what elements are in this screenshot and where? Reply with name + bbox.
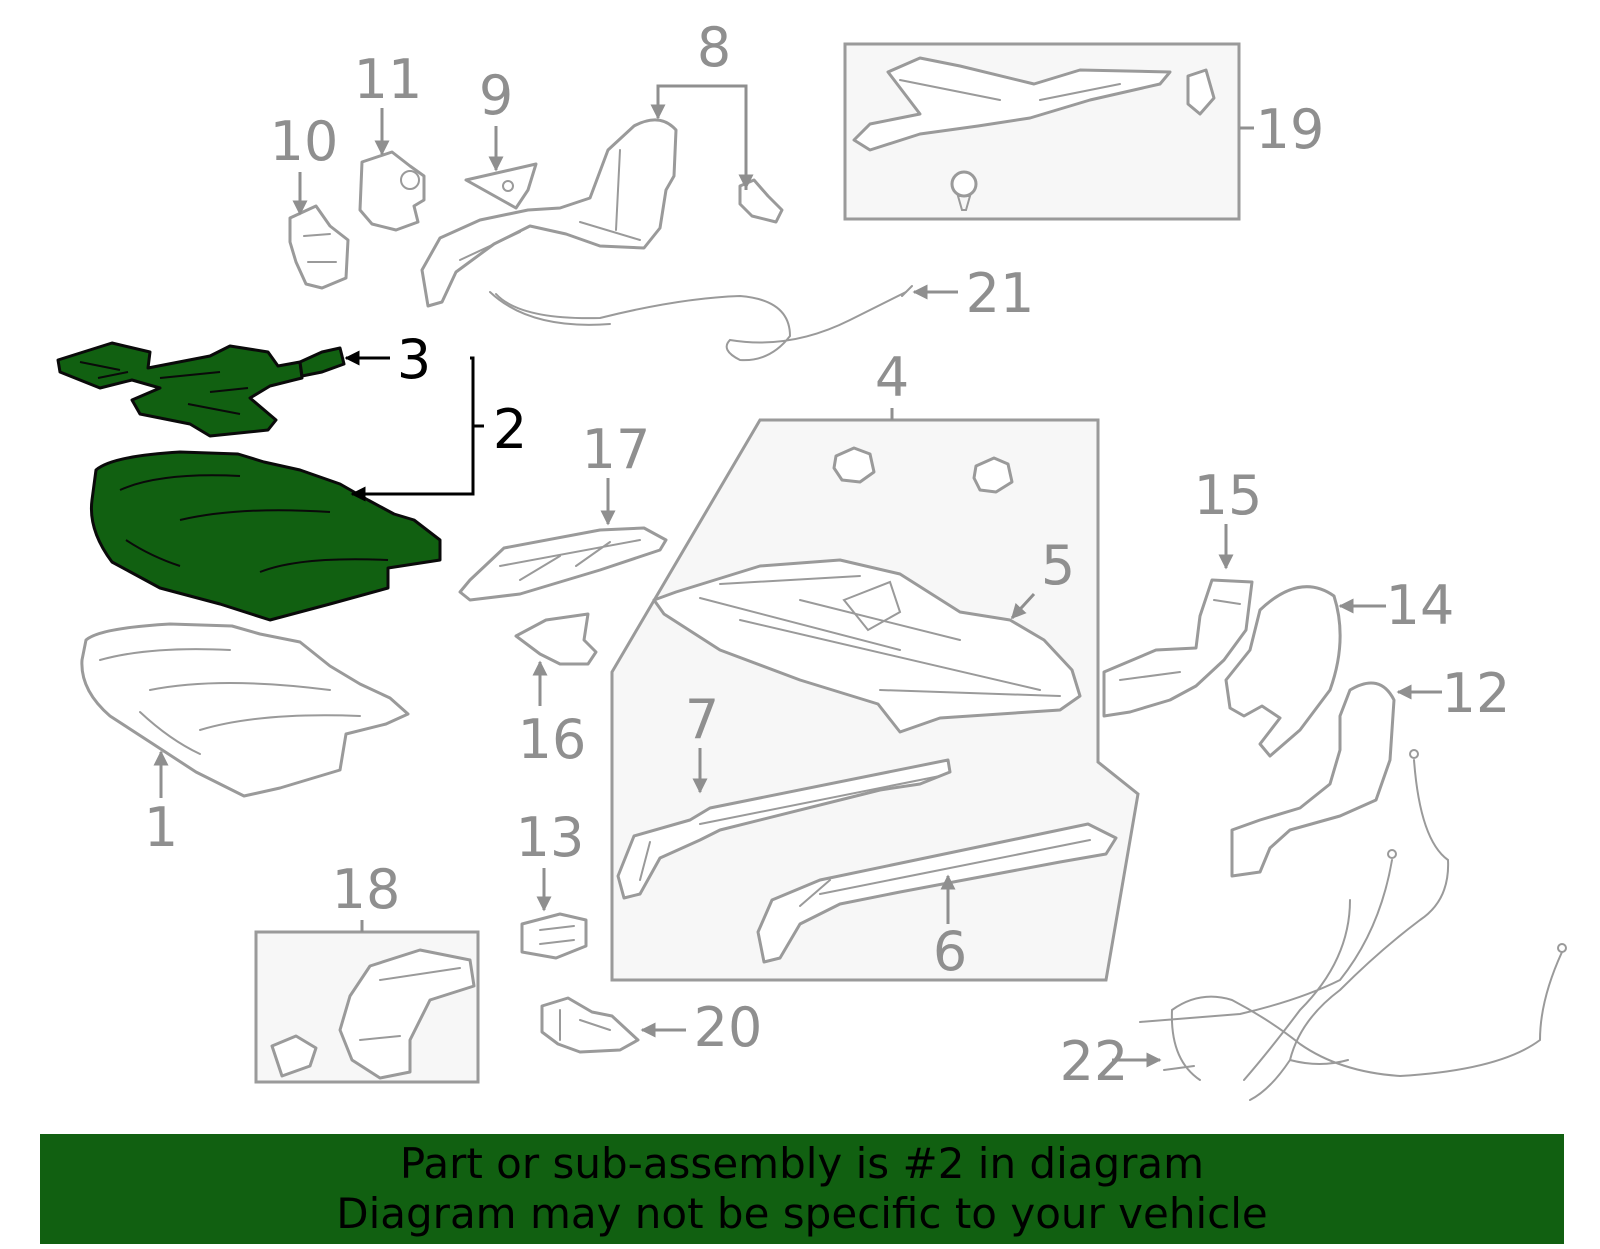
bracket-part-20[interactable]	[540, 996, 640, 1054]
callout-2[interactable]: 2	[493, 398, 527, 461]
cable-part-21[interactable]	[489, 285, 913, 362]
banner-line-part-info: Part or sub-assembly is #2 in diagram	[399, 1139, 1205, 1188]
callout-19[interactable]: 19	[1256, 98, 1325, 161]
banner-line-disclaimer: Diagram may not be specific to your vehi…	[336, 1189, 1268, 1238]
cover-part-15[interactable]	[1102, 578, 1254, 718]
callout-8[interactable]: 8	[697, 16, 731, 79]
callout-6[interactable]: 6	[933, 920, 967, 983]
connector-part-13[interactable]	[520, 912, 588, 960]
seat-heater-part-3[interactable]	[56, 341, 346, 438]
callout-7[interactable]: 7	[685, 688, 719, 751]
shield-part-14[interactable]	[1224, 585, 1342, 758]
bracket-part-11[interactable]	[358, 150, 426, 232]
callout-9[interactable]: 9	[479, 64, 513, 127]
shield-part-12[interactable]	[1230, 681, 1396, 878]
info-banner: Part or sub-assembly is #2 in diagram Di…	[40, 1134, 1564, 1244]
triangle-cover-part-9[interactable]	[464, 162, 538, 210]
seat-frame-part-5[interactable]	[652, 558, 1082, 734]
seat-cushion-pad-part-2[interactable]	[89, 450, 442, 622]
callout-5[interactable]: 5	[1041, 534, 1075, 597]
callout-11[interactable]: 11	[354, 48, 423, 111]
seat-cushion-cover-part-1[interactable]	[80, 622, 410, 798]
callout-15[interactable]: 15	[1194, 464, 1263, 527]
callout-22[interactable]: 22	[1060, 1030, 1129, 1093]
cover-part-17[interactable]	[458, 526, 668, 602]
callout-21[interactable]: 21	[966, 262, 1035, 325]
wire-harness-part-22[interactable]	[1139, 749, 1567, 1101]
trim-cover-part-19[interactable]	[852, 56, 1216, 211]
callout-13[interactable]: 13	[516, 806, 585, 869]
callout-20[interactable]: 20	[694, 996, 763, 1059]
seat-rail-part-6[interactable]	[756, 822, 1118, 964]
callout-12[interactable]: 12	[1442, 662, 1511, 725]
bracket-part-16[interactable]	[514, 612, 598, 666]
bracket-part-10[interactable]	[288, 204, 350, 290]
seat-rail-part-7[interactable]	[616, 758, 952, 900]
nut-part-4a[interactable]	[832, 446, 876, 484]
callout-14[interactable]: 14	[1386, 574, 1455, 637]
side-cover-part-18[interactable]	[270, 948, 476, 1080]
callout-10[interactable]: 10	[270, 110, 339, 173]
callout-1[interactable]: 1	[144, 796, 178, 859]
callout-3[interactable]: 3	[397, 328, 431, 391]
nut-part-4b[interactable]	[972, 456, 1014, 494]
callout-16[interactable]: 16	[518, 708, 587, 771]
callout-18[interactable]: 18	[332, 858, 401, 921]
callout-4[interactable]: 4	[875, 346, 909, 409]
callout-17[interactable]: 17	[582, 418, 651, 481]
leader-line-5	[1010, 592, 1036, 620]
side-shield-part-8[interactable]	[420, 118, 784, 308]
